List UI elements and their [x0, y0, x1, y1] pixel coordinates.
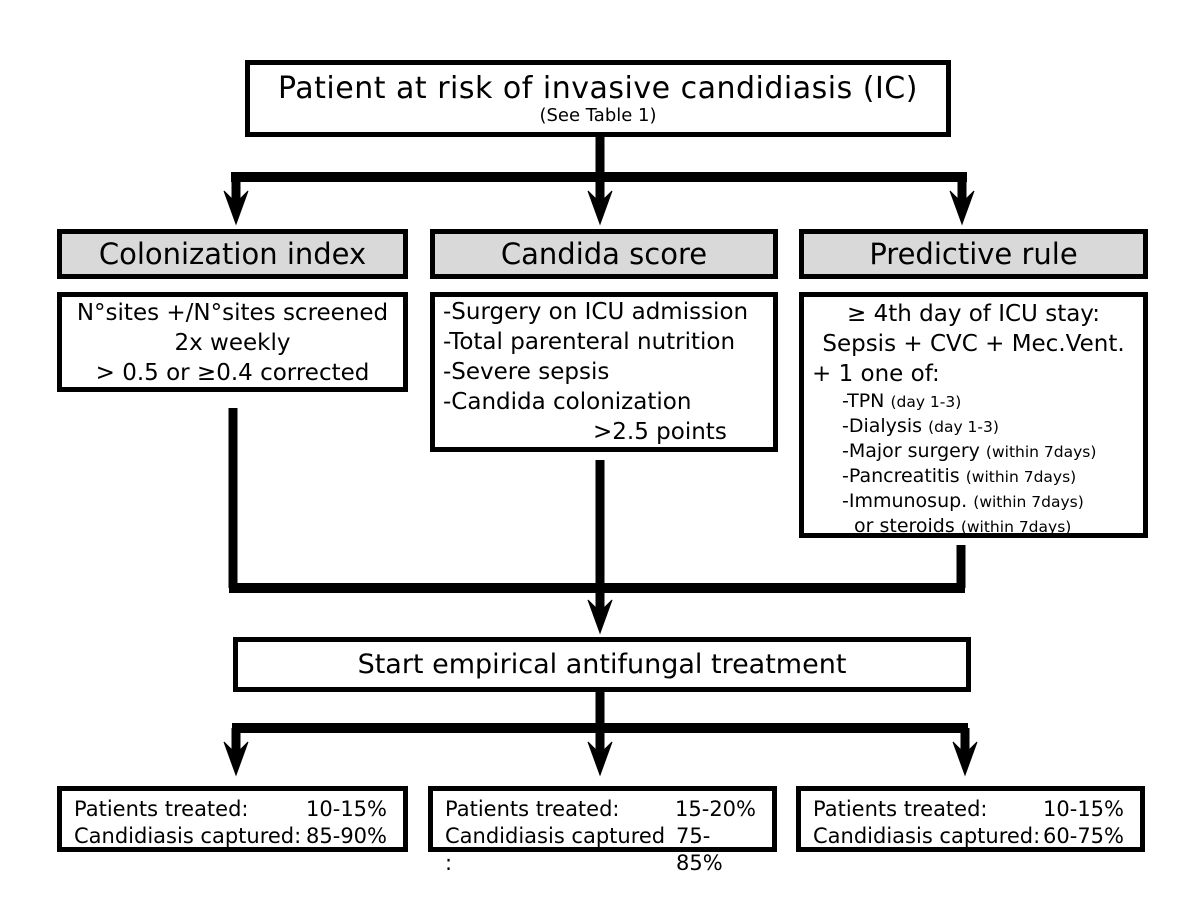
sub-criterion-text: -Pancreatitis [842, 465, 960, 487]
criteria-line: -Total parenteral nutrition [443, 329, 736, 355]
outcome-predictive-rule: Patients treated: 10-15% Candidiasis cap… [796, 786, 1145, 852]
criteria-colonization-index: N°sites +/N°sites screened 2x weekly > 0… [57, 292, 408, 392]
sub-criterion: -Pancreatitis (within 7days) [804, 464, 1143, 489]
outcome-label: Patients treated: [74, 797, 249, 821]
converge-arrows [228, 408, 966, 635]
outcome-label: Candidiasis captured : [445, 824, 666, 875]
criteria-line: -Candida colonization [443, 389, 692, 415]
outcome-value: 10-15% [306, 797, 387, 821]
header-candida-score: Candida score [430, 229, 778, 279]
sub-criterion: -Major surgery (within 7days) [804, 439, 1143, 464]
header-label: Predictive rule [869, 237, 1078, 271]
outcome-row: Candidiasis captured: 60-75% [813, 823, 1124, 850]
outcome-label: Candidiasis captured: [74, 824, 302, 848]
outcome-label: Patients treated: [813, 797, 988, 821]
criteria-threshold: >2.5 points [593, 419, 727, 445]
outcome-label: Candidiasis captured: [813, 824, 1041, 848]
criteria-line: -Surgery on ICU admission [443, 299, 749, 325]
root-risk-box: Patient at risk of invasive candidiasis … [245, 60, 951, 137]
outcome-row: Patients treated: 10-15% [813, 796, 1124, 823]
sub-criterion-text: -Immunosup. [842, 490, 968, 512]
criteria-line: + 1 one of: [812, 361, 940, 387]
criteria-line: N°sites +/N°sites screened [76, 300, 389, 326]
header-label: Candida score [500, 237, 708, 271]
sub-criterion-note: (within 7days) [960, 518, 1072, 536]
sub-criterion-text: or steroids [854, 515, 955, 537]
sub-criterion: or steroids (within 7days) [804, 514, 1143, 539]
criteria-line: -Severe sepsis [443, 359, 610, 385]
sub-criterion-note: (day 1-3) [928, 418, 999, 436]
header-colonization-index: Colonization index [57, 229, 408, 279]
outcome-label: Patients treated: [445, 797, 620, 821]
top-branch-arrows [223, 134, 975, 226]
treatment-label: Start empirical antifungal treatment [357, 649, 847, 680]
sub-criterion-text: -Major surgery [842, 440, 980, 462]
header-predictive-rule: Predictive rule [799, 229, 1148, 279]
criteria-line: ≥ 4th day of ICU stay: [847, 301, 1100, 327]
root-subtitle: (See Table 1) [539, 104, 657, 126]
sub-criterion-note: (within 7days) [973, 493, 1084, 511]
header-label: Colonization index [98, 237, 367, 271]
sub-criterion-note: (within 7days) [985, 443, 1097, 461]
outcome-value: 75-85% [676, 824, 723, 875]
outcome-row: Candidiasis captured: 85-90% [74, 823, 387, 850]
sub-criterion: -Dialysis (day 1-3) [804, 414, 1143, 439]
root-title: Patient at risk of invasive candidiasis … [278, 70, 918, 106]
outcome-value: 15-20% [675, 797, 756, 821]
sub-criterion-note: (within 7days) [965, 468, 1077, 486]
criteria-line: 2x weekly [174, 330, 291, 356]
outcome-row: Candidiasis captured : 75-85% [445, 823, 756, 877]
sub-criterion: -TPN (day 1-3) [804, 389, 1143, 414]
outcome-row: Patients treated: 10-15% [74, 796, 387, 823]
outcome-value: 60-75% [1043, 824, 1124, 848]
criteria-line: Sepsis + CVC + Mec.Vent. [822, 331, 1125, 357]
sub-criterion-note: (day 1-3) [890, 393, 962, 411]
sub-criterion-text: -TPN [842, 390, 885, 412]
criteria-predictive-rule: ≥ 4th day of ICU stay: Sepsis + CVC + Me… [799, 292, 1148, 538]
treatment-box: Start empirical antifungal treatment [233, 637, 971, 692]
outcome-value: 10-15% [1043, 797, 1124, 821]
outcome-candida-score: Patients treated: 15-20% Candidiasis cap… [428, 786, 777, 875]
outcome-colonization-index: Patients treated: 10-15% Candidiasis cap… [57, 786, 408, 852]
criteria-line: > 0.5 or ≥0.4 corrected [95, 360, 370, 386]
outcome-row: Patients treated: 15-20% [445, 796, 756, 823]
outcome-value: 85-90% [306, 824, 387, 848]
sub-criterion-text: -Dialysis [842, 415, 923, 437]
criteria-candida-score: -Surgery on ICU admission -Total parente… [430, 292, 778, 452]
bottom-branch-arrows [223, 692, 978, 777]
sub-criterion: -Immunosup. (within 7days) [804, 489, 1143, 514]
